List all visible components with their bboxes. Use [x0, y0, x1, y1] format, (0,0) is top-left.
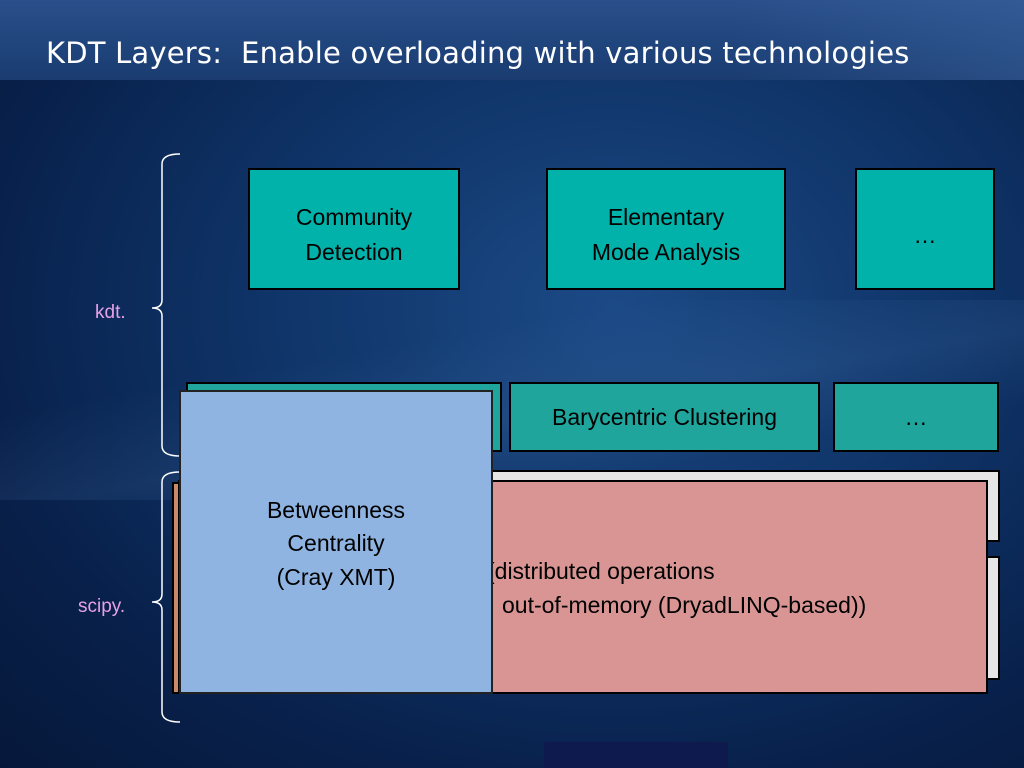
betweenness-line1: Betweenness [266, 497, 406, 523]
barycentric-clustering-label: Barycentric Clustering [552, 404, 777, 430]
slide-title: KDT Layers: Enable overloading with vari… [46, 36, 910, 70]
betweenness-line2: Centrality [287, 530, 385, 557]
betweenness-line3: (Cray XMT) [276, 563, 396, 590]
elementary-mode-line1: Elementary [607, 204, 725, 230]
title-decoration [734, 0, 1024, 80]
scipy-brace [151, 471, 181, 723]
betweenness-centrality-box: Betweenness Centrality (Cray XMT) [179, 390, 493, 694]
more-middle-label: … [904, 404, 928, 430]
more-top-box: … [855, 168, 995, 290]
more-middle-box: … [833, 382, 999, 452]
community-detection-line2: Detection [305, 238, 403, 265]
elementary-mode-analysis-box: Elementary Mode Analysis [546, 168, 786, 290]
distributed-operations-line1: (distributed operations [487, 558, 715, 584]
kdt-brace [151, 153, 181, 457]
more-top-label: … [913, 222, 937, 248]
scipy-label: scipy. [78, 596, 126, 617]
community-detection-line1: Community [295, 204, 413, 230]
distributed-operations-line2: out-of-memory (DryadLINQ-based)) [502, 592, 867, 618]
barycentric-clustering-box: Barycentric Clustering [509, 382, 820, 452]
bottom-decoration [544, 742, 728, 768]
elementary-mode-line2: Mode Analysis [591, 238, 741, 265]
title-bar [0, 0, 1024, 80]
kdt-label: kdt. [95, 302, 126, 323]
community-detection-box: Community Detection [248, 168, 460, 290]
